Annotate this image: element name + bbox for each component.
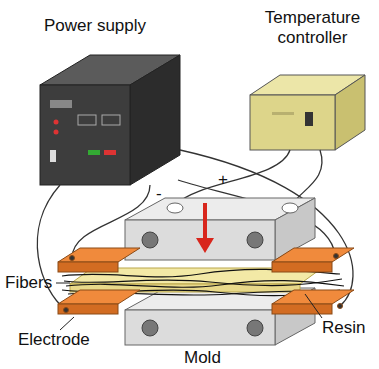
part-label: Mold — [184, 348, 221, 368]
device-label: Temperature controller — [255, 8, 370, 47]
part-label: Resin — [322, 318, 365, 338]
wires — [37, 150, 353, 310]
polarity-sign: - — [156, 184, 162, 204]
polarity-sign: + — [218, 170, 228, 190]
part-label: Electrode — [18, 330, 90, 350]
device-label: Power supply — [44, 16, 146, 36]
temperature-controller-box — [250, 75, 365, 150]
electrodes — [58, 248, 354, 314]
leader-lines — [56, 283, 322, 330]
upper-mold — [125, 198, 315, 260]
press-arrow — [196, 203, 214, 253]
part-label: Fibers — [5, 273, 52, 293]
power-supply-box — [40, 55, 180, 185]
